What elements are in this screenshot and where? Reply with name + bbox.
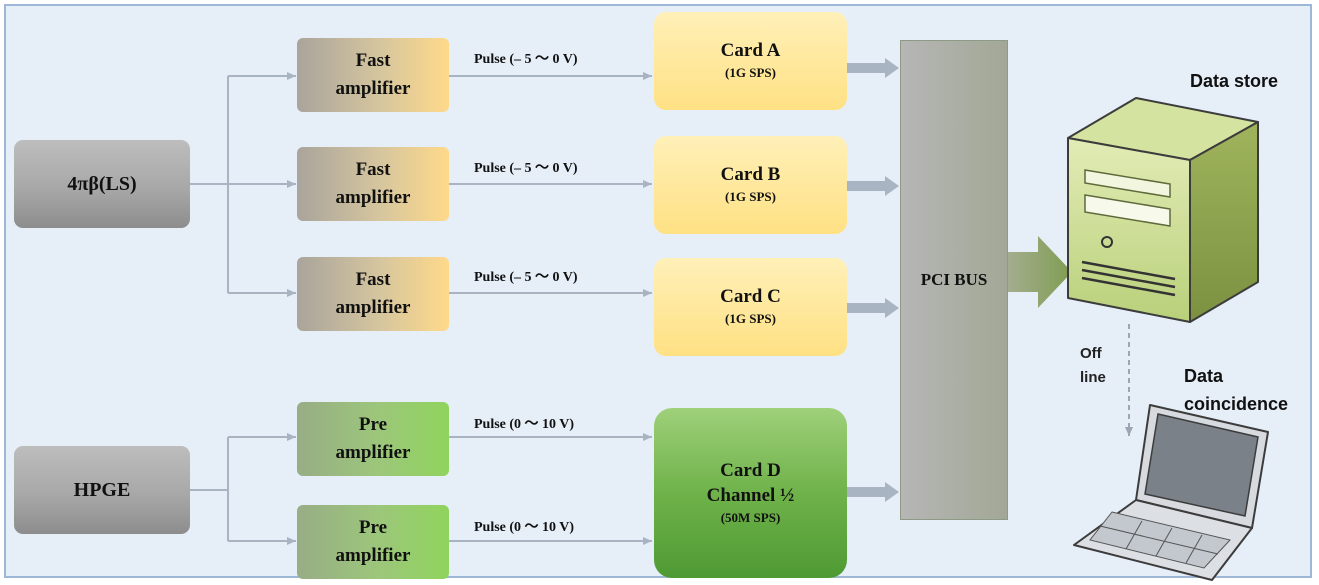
pci-bus [900,40,1008,520]
amplifier-3-line2: amplifier [335,297,411,318]
hpge-connector [190,437,229,541]
amplifier-5-line2: amplifier [335,545,411,566]
source-ls-label: 4πβ(LS) [67,172,137,195]
card-d-rate: (50M SPS) [720,510,781,525]
data-coincidence-line1: Data [1184,366,1224,386]
offline-label-line2: line [1080,369,1106,386]
offline-label-line1: Off [1080,345,1102,362]
amplifier-5-line1: Pre [358,517,388,538]
fast-amplifier-1: Fast amplifier [297,38,449,112]
card-b-rate: (1G SPS) [725,189,776,204]
data-store-label: Data store [1190,71,1279,91]
card-d-bus-arrow [847,482,899,502]
data-coincidence-line2: coincidence [1184,394,1289,414]
card-d-channel: Channel ½ [706,485,795,506]
card-c-bus-arrow [847,298,899,318]
card-b-bus-arrow [847,176,899,196]
card-d: Card D Channel ½ (50M SPS) [654,408,847,578]
laptop-icon [1073,404,1269,581]
data-coincidence-label: Data coincidence [1184,362,1288,418]
card-d-title: Card D [720,460,781,481]
card-a-title: Card A [720,40,781,61]
source-hpge-label: HPGE [73,478,131,501]
pulse-label-2: Pulse (– 5 ～ 0 V) [474,161,578,176]
amplifier-4-line1: Pre [358,414,388,435]
pulse-label-3: Pulse (– 5 ～ 0 V) [474,270,578,285]
card-c: Card C (1G SPS) [654,258,847,356]
amplifier-1-line1: Fast [355,50,391,71]
offline-label: Off line [1080,342,1106,390]
card-b: Card B (1G SPS) [654,136,847,234]
amplifier-2-line2: amplifier [335,187,411,208]
card-a: Card A (1G SPS) [654,12,847,110]
amplifier-4-line2: amplifier [335,442,411,463]
card-a-rate: (1G SPS) [725,65,776,80]
bus-to-computer-arrow [1008,236,1072,308]
amplifier-3-line1: Fast [355,269,391,290]
pre-amplifier-1: Pre amplifier [297,402,449,476]
pre-amplifier-2: Pre amplifier [297,505,449,579]
computer-tower-icon [1067,97,1259,323]
amplifier-1-line2: amplifier [335,78,411,99]
card-a-bus-arrow [847,58,899,78]
pulse-label-5: Pulse (0 ～ 10 V) [474,520,575,535]
card-b-title: Card B [720,164,781,185]
fast-amplifier-2: Fast amplifier [297,147,449,221]
card-c-title: Card C [720,286,781,307]
card-c-rate: (1G SPS) [725,311,776,326]
pulse-label-4: Pulse (0 ～ 10 V) [474,417,575,432]
pulse-label-1: Pulse (– 5 ～ 0 V) [474,52,578,67]
fast-amplifier-3: Fast amplifier [297,257,449,331]
source-ls: 4πβ(LS) [14,140,190,228]
pci-bus-label: PCI BUS [920,270,988,289]
amplifier-2-line1: Fast [355,159,391,180]
source-hpge: HPGE [14,446,190,534]
